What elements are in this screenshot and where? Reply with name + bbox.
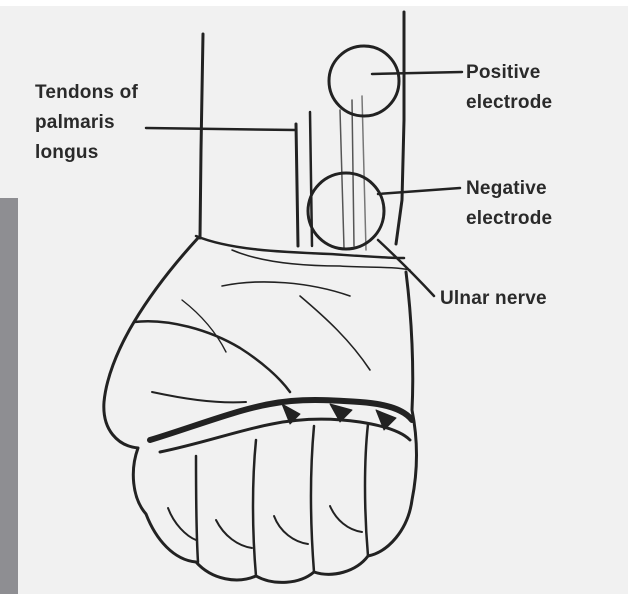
label-line: Negative	[466, 174, 552, 204]
tendon-line-5	[362, 96, 366, 250]
label-line: electrode	[466, 204, 552, 234]
tendon-line-1	[296, 124, 298, 246]
nail-4	[330, 506, 362, 532]
palm-crease-2	[300, 296, 370, 370]
label-positive-electrode: Positive electrode	[466, 58, 552, 118]
label-line: electrode	[466, 88, 552, 118]
label-line: Positive	[466, 58, 552, 88]
finger-sep-3	[311, 426, 314, 572]
nail-1	[168, 508, 196, 540]
label-ulnar-nerve: Ulnar nerve	[440, 284, 547, 314]
positive-electrode-circle	[329, 46, 399, 116]
label-line: longus	[35, 138, 138, 168]
label-tendons-palmaris-longus: Tendons of palmaris longus	[35, 78, 138, 168]
label-negative-electrode: Negative electrode	[466, 174, 552, 234]
knuckle-band	[150, 400, 412, 440]
leader-negative	[378, 188, 460, 194]
label-line: Ulnar nerve	[440, 284, 547, 314]
tendon-line-3	[340, 110, 344, 248]
thumb-crease	[152, 392, 246, 402]
finger-sep-2	[253, 440, 256, 576]
palm-crease-1	[222, 282, 350, 296]
label-line: Tendons of	[35, 78, 138, 108]
nail-3	[274, 516, 308, 544]
label-line: palmaris	[35, 108, 138, 138]
leader-positive	[372, 72, 462, 74]
forearm-left-edge	[200, 34, 203, 238]
finger-sep-4	[365, 424, 368, 556]
finger-sep-1	[196, 456, 198, 562]
leader-tendons	[146, 128, 296, 130]
hand-outline	[104, 238, 417, 582]
nail-2	[216, 520, 252, 548]
thumb-outline	[134, 321, 290, 392]
forearm-right-edge	[396, 12, 404, 244]
negative-electrode-circle	[308, 173, 384, 249]
